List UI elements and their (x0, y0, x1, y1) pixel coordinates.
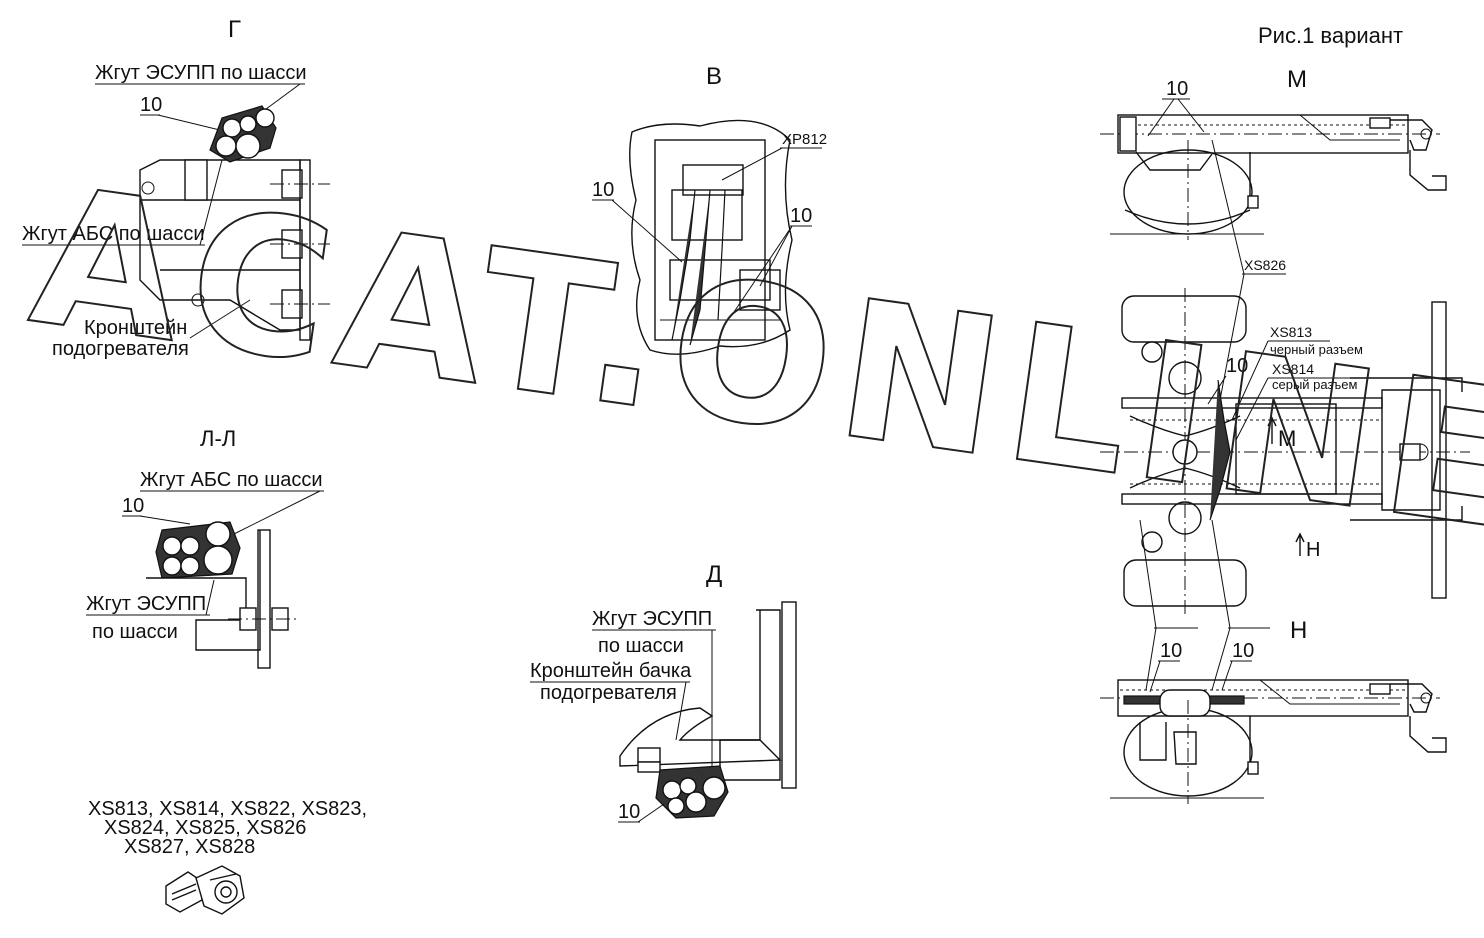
view-d: Д Жгут ЭСУПП по шасси Кронштейн бачка по… (530, 561, 797, 823)
plan-xs813-note: черный разъем (1270, 342, 1363, 357)
plan-xs814-label: XS814 (1272, 361, 1314, 377)
view-h: Н 10 10 (1100, 617, 1447, 804)
view-d-label: Д (706, 561, 722, 588)
view-ll-position: 10 (122, 495, 144, 517)
view-g-position: 10 (140, 94, 162, 116)
view-d-esupp-label-2: по шасси (598, 635, 684, 657)
plan-xs826-label: XS826 (1244, 257, 1286, 273)
connector-list-line-3: XS827, XS828 (124, 836, 255, 858)
view-g-bracket-label-1: Кронштейн (84, 317, 187, 339)
view-h-position-b: 10 (1232, 640, 1254, 662)
view-v-label: В (706, 63, 722, 90)
view-d-harness-bundle (655, 765, 729, 819)
view-g-esupp-label: Жгут ЭСУПП по шасси (95, 62, 307, 84)
view-d-bracket-label-1: Кронштейн бачка (530, 660, 692, 682)
watermark: ACAT.ONLINE (21, 146, 1484, 574)
view-ll-label: Л-Л (200, 426, 236, 451)
connector-list-line-2: XS824, XS825, XS826 (104, 817, 306, 839)
plan-xs813-label: XS813 (1270, 324, 1312, 340)
plan-arrow-h: Н (1306, 539, 1320, 561)
view-g-bracket-label-2: подогревателя (52, 338, 189, 360)
view-m-label: М (1287, 66, 1307, 93)
view-m: М 10 (1100, 66, 1447, 240)
plan-xs814-note: серый разъем (1272, 377, 1358, 392)
connector-list: XS813, XS814, XS822, XS823, XS824, XS825… (88, 798, 367, 915)
plan-position: 10 (1226, 355, 1248, 377)
figure-title: Рис.1 вариант (1258, 23, 1403, 48)
view-d-position: 10 (618, 801, 640, 823)
view-ll: Л-Л Жгут АБС по шасси 10 Жгут ЭСУПП по ш… (86, 426, 324, 669)
view-v-position-b: 10 (790, 205, 812, 227)
view-d-esupp-label-1: Жгут ЭСУПП (592, 608, 712, 630)
view-h-label: Н (1290, 617, 1307, 644)
view-ll-harness-bundle (155, 521, 241, 579)
view-m-position: 10 (1166, 78, 1188, 100)
connector-list-line-1: XS813, XS814, XS822, XS823, (88, 798, 367, 820)
view-v: В XP812 10 10 (592, 63, 827, 355)
view-g-harness-bundle (209, 105, 277, 163)
view-v-connector-label: XP812 (782, 131, 827, 148)
view-ll-abs-label: Жгут АБС по шасси (140, 469, 323, 491)
view-d-bracket-label-2: подогревателя (540, 682, 677, 704)
view-ll-esupp-label-2: по шасси (92, 621, 178, 643)
view-g-abs-label: Жгут АБС по шасси (22, 223, 205, 245)
view-h-position-a: 10 (1160, 640, 1182, 662)
plan-view: XS826 XS813 черный разъем XS814 (1100, 139, 1470, 691)
view-v-position-a: 10 (592, 179, 614, 201)
view-ll-esupp-label-1: Жгут ЭСУПП (86, 593, 206, 615)
view-g-label: Г (228, 16, 241, 43)
plan-arrow-m: М (1278, 426, 1296, 451)
view-g: Г Жгут ЭСУПП по шасси 10 Жгут АБС по (22, 16, 330, 360)
connector-illustration (165, 865, 245, 915)
